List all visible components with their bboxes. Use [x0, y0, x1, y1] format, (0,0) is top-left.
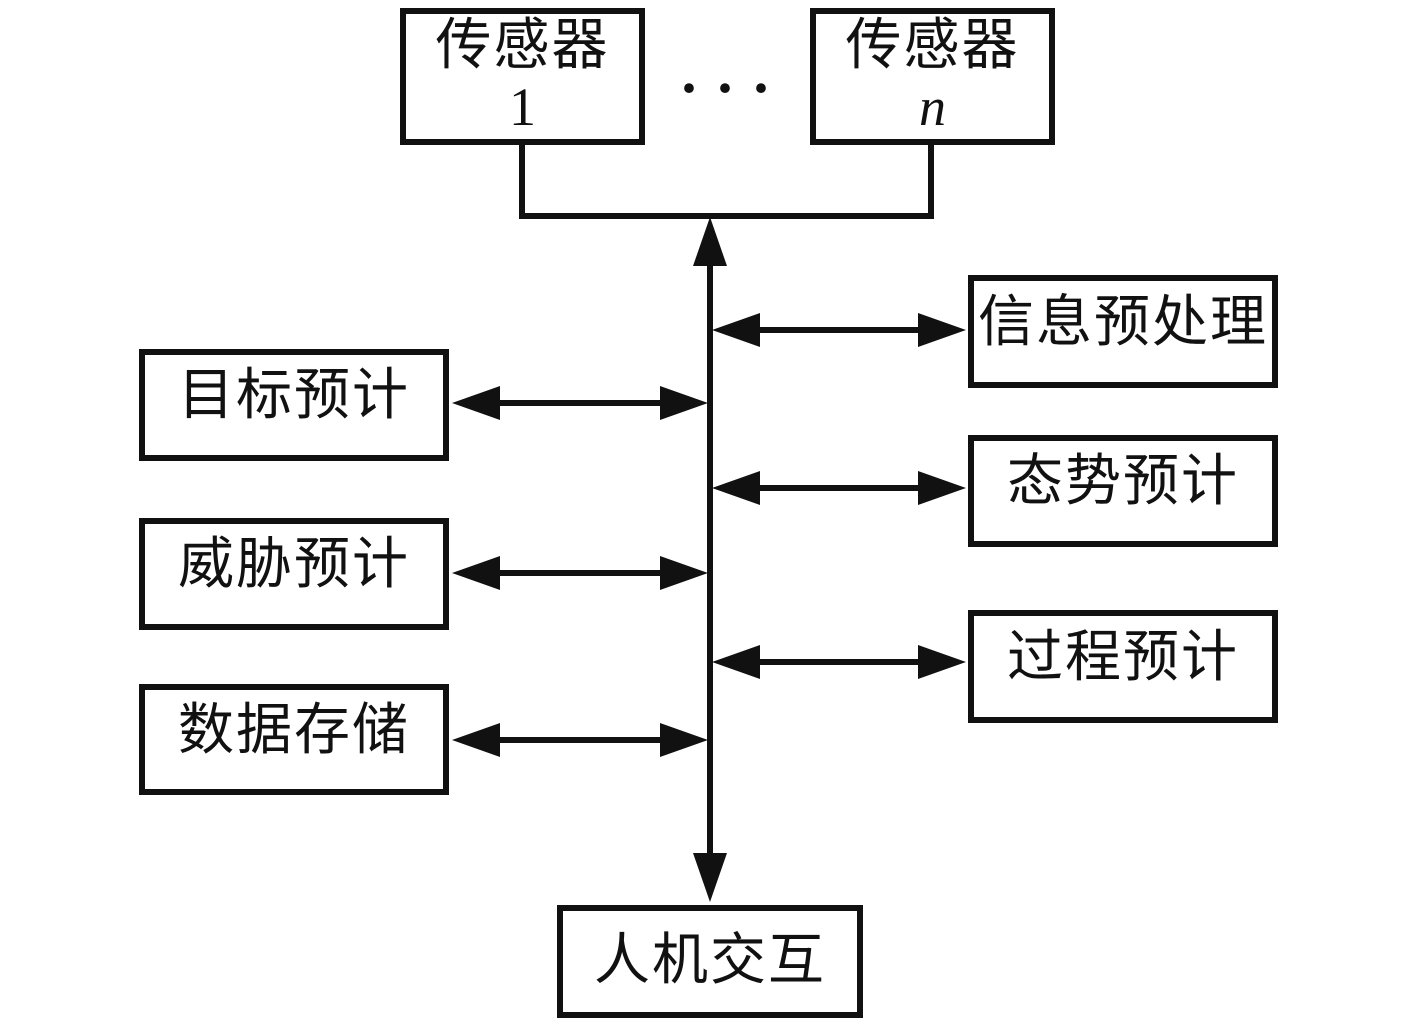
arrow-data-storage [452, 723, 708, 757]
arrow-situation-estimation [712, 471, 966, 505]
arrow-process-estimation [712, 645, 966, 679]
central-bus-down-arrowhead [693, 853, 727, 902]
node-target-estimation-label: 目标预计 [178, 365, 410, 428]
ellipsis-dots: ··· [678, 54, 788, 121]
node-sensor-1: 传感器 1 [400, 8, 645, 145]
node-sensor-1-number: 1 [509, 76, 536, 137]
node-human-machine-interaction: 人机交互 [557, 905, 863, 1018]
node-data-storage: 数据存储 [139, 684, 449, 795]
arrow-info-preprocessing [712, 313, 966, 347]
arrow-threat-estimation [452, 556, 708, 590]
node-threat-estimation: 威胁预计 [139, 518, 449, 630]
node-target-estimation: 目标预计 [139, 349, 449, 461]
node-info-preprocessing: 信息预处理 [968, 275, 1278, 388]
node-sensor-n: 传感器 n [810, 8, 1055, 145]
node-process-estimation-label: 过程预计 [1007, 626, 1239, 689]
node-threat-estimation-label: 威胁预计 [178, 534, 410, 597]
node-process-estimation: 过程预计 [968, 610, 1278, 723]
node-human-machine-interaction-label: 人机交互 [594, 929, 826, 992]
node-situation-estimation: 态势预计 [968, 435, 1278, 547]
node-sensor-1-label: 传感器 [435, 15, 610, 77]
node-sensor-n-number: n [919, 76, 946, 137]
node-info-preprocessing-label: 信息预处理 [978, 291, 1268, 354]
node-data-storage-label: 数据存储 [178, 699, 410, 762]
node-situation-estimation-label: 态势预计 [1007, 451, 1239, 514]
central-bus-up-arrowhead [693, 217, 727, 266]
arrow-target-estimation [452, 386, 708, 420]
node-sensor-n-label: 传感器 [845, 15, 1020, 77]
